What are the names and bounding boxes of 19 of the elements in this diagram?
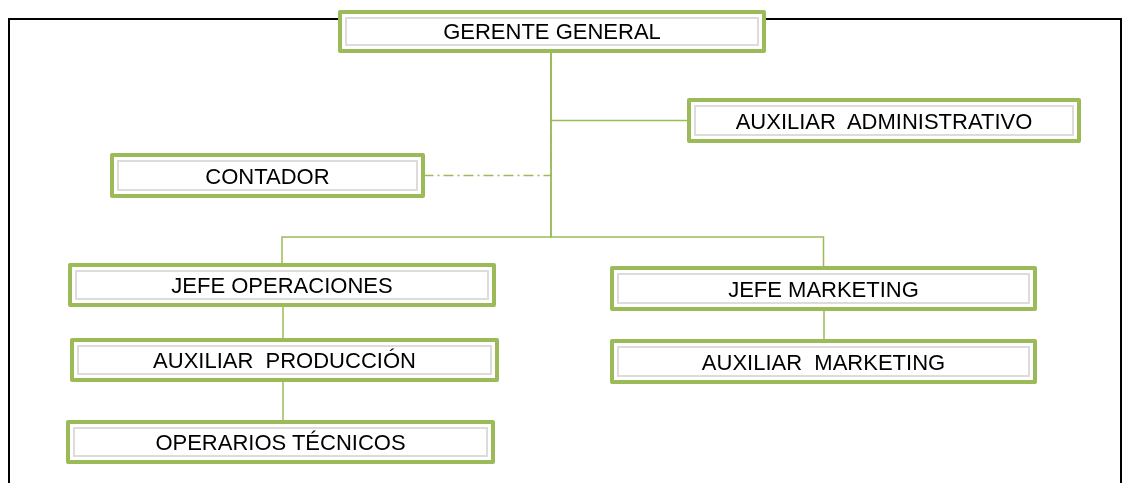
role-box xyxy=(610,266,1037,311)
role-box xyxy=(70,338,499,382)
connector-line xyxy=(282,306,284,339)
role-box xyxy=(66,420,495,464)
role-box xyxy=(687,98,1081,143)
role-box xyxy=(68,263,496,307)
connector-line xyxy=(823,310,825,340)
role-title: JEFE OPERACIONES xyxy=(171,274,393,298)
role-box xyxy=(338,10,766,53)
role-box xyxy=(610,339,1037,384)
role-title: JEFE MARKETING xyxy=(728,278,919,302)
role-title: GERENTE GENERAL xyxy=(443,20,661,44)
role-title: OPERARIOS TÉCNICOS xyxy=(155,431,406,455)
connector-line xyxy=(282,381,284,421)
role-title: AUXILIAR ADMINISTRATIVO xyxy=(735,110,1033,134)
role-title: AUXILIAR PRODUCCIÓN xyxy=(153,349,416,373)
role-title: CONTADOR xyxy=(205,165,330,189)
role-box xyxy=(110,153,425,198)
role-title: AUXILIAR MARKETING xyxy=(701,351,946,375)
